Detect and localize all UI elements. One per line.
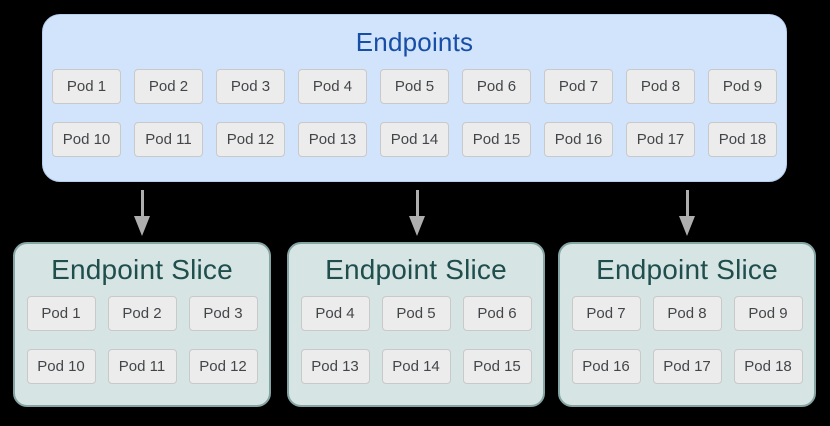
endpoints-pod-row-2: Pod 10 Pod 11 Pod 12 Pod 13 Pod 14 Pod 1… — [52, 122, 777, 157]
pod: Pod 3 — [188, 296, 258, 331]
pod: Pod 4 — [300, 296, 370, 331]
pod: Pod 8 — [626, 69, 695, 104]
pod: Pod 4 — [298, 69, 367, 104]
endpoints-pod-row-1: Pod 1 Pod 2 Pod 3 Pod 4 Pod 5 Pod 6 Pod … — [52, 69, 777, 104]
pod: Pod 1 — [52, 69, 121, 104]
slice-1-pods: Pod 1 Pod 2 Pod 3 Pod 10 Pod 11 Pod 12 — [26, 296, 258, 384]
pod: Pod 17 — [626, 122, 695, 157]
pod: Pod 16 — [571, 349, 641, 384]
arrow-down-icon — [134, 190, 150, 236]
slice-3-pods: Pod 7 Pod 8 Pod 9 Pod 16 Pod 17 Pod 18 — [571, 296, 803, 384]
pod: Pod 9 — [733, 296, 803, 331]
pod: Pod 2 — [107, 296, 177, 331]
pod: Pod 7 — [571, 296, 641, 331]
pod: Pod 7 — [544, 69, 613, 104]
slice-2-pods: Pod 4 Pod 5 Pod 6 Pod 13 Pod 14 Pod 15 — [300, 296, 532, 384]
pod: Pod 9 — [708, 69, 777, 104]
pod: Pod 10 — [52, 122, 121, 157]
endpoint-slice-title: Endpoint Slice — [325, 254, 507, 285]
pod: Pod 16 — [544, 122, 613, 157]
pod: Pod 2 — [134, 69, 203, 104]
pod: Pod 5 — [381, 296, 451, 331]
slice-1-pod-row-1: Pod 1 Pod 2 Pod 3 — [26, 296, 258, 331]
slice-2-pod-row-2: Pod 13 Pod 14 Pod 15 — [300, 349, 532, 384]
arrow-down-icon — [409, 190, 425, 236]
arrow-head — [679, 216, 695, 236]
pod: Pod 17 — [652, 349, 722, 384]
pod: Pod 13 — [300, 349, 370, 384]
endpoints-box: Endpoints Pod 1 Pod 2 Pod 3 Pod 4 Pod 5 … — [42, 14, 787, 182]
slice-3-pod-row-2: Pod 16 Pod 17 Pod 18 — [571, 349, 803, 384]
arrow-down-icon — [679, 190, 695, 236]
arrow-stem — [685, 190, 689, 216]
pod: Pod 6 — [462, 296, 532, 331]
pod: Pod 14 — [380, 122, 449, 157]
pod: Pod 11 — [134, 122, 203, 157]
pod: Pod 18 — [708, 122, 777, 157]
arrow-head — [134, 216, 150, 236]
endpoint-slice-box-3: Endpoint Slice Pod 7 Pod 8 Pod 9 Pod 16 … — [558, 242, 816, 407]
pod: Pod 15 — [462, 122, 531, 157]
pod: Pod 10 — [26, 349, 96, 384]
arrow-head — [409, 216, 425, 236]
pod: Pod 13 — [298, 122, 367, 157]
slice-3-pod-row-1: Pod 7 Pod 8 Pod 9 — [571, 296, 803, 331]
endpoint-slice-title: Endpoint Slice — [51, 254, 233, 285]
pod: Pod 6 — [462, 69, 531, 104]
pod: Pod 3 — [216, 69, 285, 104]
pod: Pod 5 — [380, 69, 449, 104]
endpoint-slice-box-1: Endpoint Slice Pod 1 Pod 2 Pod 3 Pod 10 … — [13, 242, 271, 407]
arrow-stem — [140, 190, 144, 216]
endpoint-slice-box-2: Endpoint Slice Pod 4 Pod 5 Pod 6 Pod 13 … — [287, 242, 545, 407]
pod: Pod 1 — [26, 296, 96, 331]
slice-1-pod-row-2: Pod 10 Pod 11 Pod 12 — [26, 349, 258, 384]
pod: Pod 15 — [462, 349, 532, 384]
pod: Pod 8 — [652, 296, 722, 331]
arrow-stem — [415, 190, 419, 216]
pod: Pod 18 — [733, 349, 803, 384]
pod: Pod 11 — [107, 349, 177, 384]
endpoints-pods: Pod 1 Pod 2 Pod 3 Pod 4 Pod 5 Pod 6 Pod … — [52, 69, 777, 157]
endpoint-slice-title: Endpoint Slice — [596, 254, 778, 285]
pod: Pod 14 — [381, 349, 451, 384]
pod: Pod 12 — [188, 349, 258, 384]
pod: Pod 12 — [216, 122, 285, 157]
slice-2-pod-row-1: Pod 4 Pod 5 Pod 6 — [300, 296, 532, 331]
endpoints-title: Endpoints — [355, 27, 474, 57]
